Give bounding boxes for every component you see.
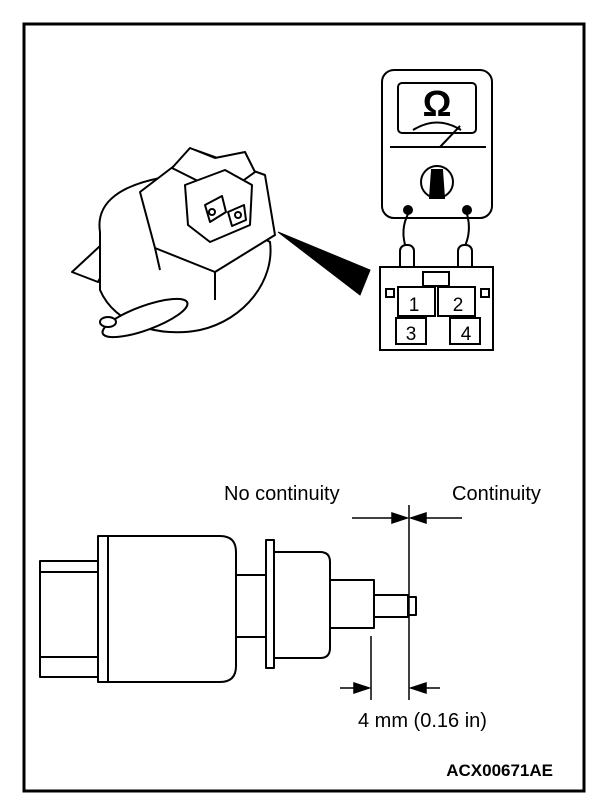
- arrowhead: [391, 511, 410, 525]
- side-main-body: [107, 535, 237, 683]
- connector-latch-left: [385, 288, 395, 298]
- side-flange: [265, 539, 275, 669]
- figure-code: ACX00671AE: [446, 761, 553, 780]
- connector-pin-label-2: 2: [453, 295, 464, 316]
- arrowhead: [408, 681, 427, 695]
- connector-pin-cell-4: [449, 317, 481, 345]
- connector-face: [379, 266, 494, 351]
- test-lead-wire-right: [463, 213, 470, 249]
- arrowhead: [353, 681, 372, 695]
- figure-border: [22, 22, 586, 793]
- dimension-lines: [340, 505, 462, 700]
- side-body-band: [97, 535, 109, 683]
- label-dimension: 4 mm (0.16 in): [358, 710, 487, 732]
- connector-pin-label-4: 4: [461, 324, 472, 345]
- connector-pin-label-1: 1: [409, 295, 420, 316]
- side-nut: [273, 551, 331, 659]
- label-continuity: Continuity: [452, 483, 541, 505]
- connector-key: [422, 271, 450, 287]
- label-no-continuity: No continuity: [224, 483, 340, 505]
- ohmmeter-display: [397, 82, 477, 134]
- ohmmeter: [381, 69, 493, 219]
- ohm-symbol: Ω: [423, 83, 452, 124]
- side-plunger-tip: [407, 596, 417, 616]
- connector-pin-cell-3: [395, 317, 427, 345]
- switch-terminal-pin: [208, 208, 216, 216]
- switch-body-edge: [154, 247, 161, 271]
- pointer-arrow: [277, 231, 371, 296]
- connector-pin-label-3: 3: [406, 324, 417, 345]
- connector-latch-right: [480, 288, 490, 298]
- ohmmeter-needle: [439, 125, 461, 148]
- switch-terminal-pin: [234, 211, 242, 219]
- connector-pin-cell-2: [437, 286, 476, 317]
- ohmmeter-dial-knob: [428, 169, 446, 199]
- ohmmeter-jack-left: [403, 205, 413, 215]
- switch-iso-view: [71, 147, 276, 339]
- side-neck: [235, 574, 269, 638]
- switch-shaft-end: [99, 316, 117, 328]
- connector-pin-cell-1: [397, 286, 436, 317]
- arrowhead: [408, 511, 427, 525]
- test-lead-wire-left: [402, 213, 409, 249]
- switch-end-ring: [101, 297, 189, 339]
- switch-side-view: [39, 535, 417, 683]
- ohmmeter-jack-right: [462, 205, 472, 215]
- side-collar: [329, 579, 375, 629]
- side-plunger: [373, 594, 409, 618]
